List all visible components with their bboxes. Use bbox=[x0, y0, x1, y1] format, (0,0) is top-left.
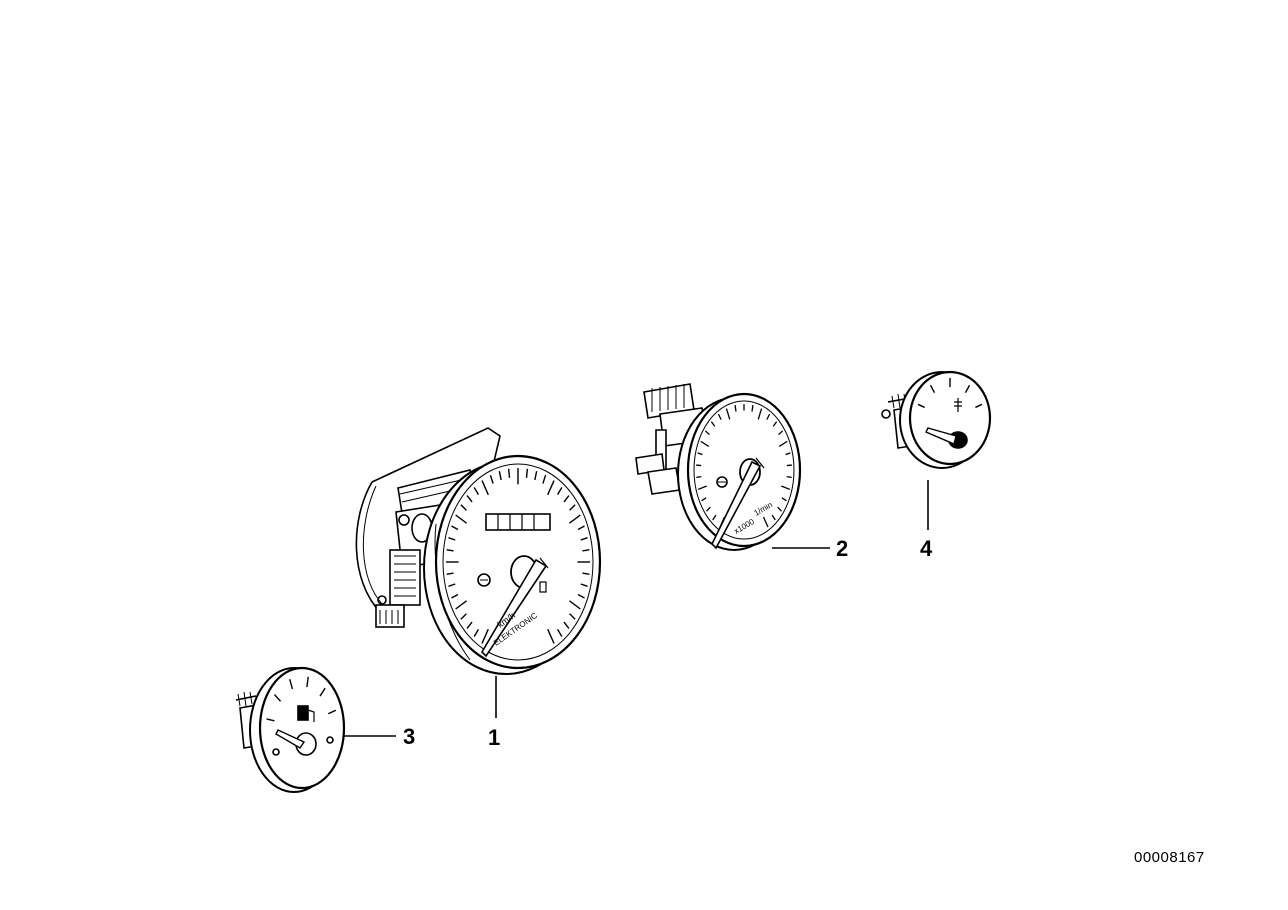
dial-tick bbox=[580, 537, 588, 541]
dial-tick bbox=[701, 497, 707, 502]
dial-tick bbox=[762, 516, 769, 528]
dial-tick bbox=[563, 621, 570, 629]
dial-tick bbox=[473, 487, 480, 496]
speedometer-gauge: km/h ELEKTRONIC bbox=[355, 427, 602, 675]
dial-tick bbox=[455, 514, 467, 524]
dial-tick bbox=[489, 474, 494, 484]
dial-tick bbox=[975, 403, 983, 409]
dial-tick bbox=[751, 405, 754, 412]
dial-tick bbox=[771, 514, 776, 521]
dial-tick bbox=[446, 572, 454, 575]
dial-tick bbox=[582, 549, 590, 552]
leader-lines bbox=[344, 480, 929, 737]
dial-tick bbox=[717, 413, 722, 420]
dial-tick bbox=[706, 506, 711, 512]
dial-tick bbox=[542, 474, 547, 484]
dial-tick bbox=[547, 480, 555, 496]
dial-tick bbox=[563, 495, 570, 503]
dial-tick bbox=[569, 504, 576, 511]
dial-tick bbox=[777, 506, 782, 512]
dial-tick bbox=[577, 593, 585, 599]
dial-tick bbox=[328, 709, 337, 715]
dial-tick bbox=[580, 583, 588, 587]
dial-tick bbox=[734, 405, 737, 412]
callout-2: 2 bbox=[836, 536, 849, 561]
dial-tick bbox=[696, 476, 702, 479]
dial-tick bbox=[781, 497, 787, 502]
dial-tick bbox=[569, 514, 581, 524]
dial-tick bbox=[704, 430, 710, 436]
temperature-gauge bbox=[881, 370, 992, 469]
dial-tick bbox=[929, 384, 936, 394]
dial-tick bbox=[498, 471, 502, 481]
dial-tick bbox=[766, 413, 771, 420]
drawing-number: 00008167 bbox=[1134, 849, 1205, 866]
dial-tick bbox=[473, 628, 480, 637]
dial-tick bbox=[700, 440, 710, 447]
tachometer-gauge: 1/min x1000 bbox=[635, 383, 802, 551]
dial-tick bbox=[481, 628, 489, 644]
dial-tick bbox=[569, 613, 576, 620]
dial-tick bbox=[786, 476, 792, 479]
dial-tick bbox=[460, 504, 467, 511]
dial-tick bbox=[569, 600, 581, 610]
dial-tick bbox=[582, 572, 590, 575]
dial-tick bbox=[778, 440, 788, 447]
dial-tick bbox=[772, 421, 778, 427]
dial-tick bbox=[710, 421, 716, 427]
callout-3: 3 bbox=[403, 724, 416, 749]
dial-tick bbox=[455, 600, 467, 610]
thermometer-icon bbox=[954, 398, 962, 412]
fuel-gauge bbox=[235, 666, 346, 793]
dial-tick bbox=[781, 485, 791, 491]
dial-tick bbox=[778, 430, 784, 436]
dial-tick bbox=[289, 678, 294, 690]
fuel-pump-icon bbox=[297, 705, 309, 721]
dial-tick bbox=[534, 471, 538, 481]
dial-tick bbox=[448, 583, 456, 587]
dial-tick bbox=[577, 525, 585, 531]
dial-tick bbox=[481, 480, 489, 496]
dial-tick bbox=[448, 537, 456, 541]
dial-tick bbox=[451, 593, 459, 599]
dial-tick bbox=[266, 718, 275, 722]
dial-tick bbox=[917, 403, 925, 409]
dial-tick bbox=[556, 628, 563, 637]
callout-4: 4 bbox=[920, 536, 933, 561]
dial-tick bbox=[319, 687, 326, 697]
dial-tick bbox=[556, 487, 563, 496]
dial-tick bbox=[446, 549, 454, 552]
dial-tick bbox=[964, 384, 971, 394]
dial-tick bbox=[273, 694, 282, 702]
dial-tick bbox=[725, 408, 731, 420]
dial-tick bbox=[460, 613, 467, 620]
dial-tick bbox=[525, 468, 529, 478]
callout-1: 1 bbox=[488, 725, 501, 750]
dial-tick bbox=[507, 468, 511, 478]
dial-tick bbox=[697, 485, 707, 491]
dial-tick bbox=[547, 628, 555, 644]
dial-tick bbox=[466, 495, 473, 503]
dial-tick bbox=[306, 676, 309, 688]
dial-tick bbox=[466, 621, 473, 629]
dial-tick bbox=[712, 514, 717, 521]
dial-tick bbox=[451, 525, 459, 531]
dial-tick bbox=[697, 452, 703, 456]
dial-tick bbox=[757, 408, 763, 420]
dial-tick bbox=[785, 452, 791, 456]
